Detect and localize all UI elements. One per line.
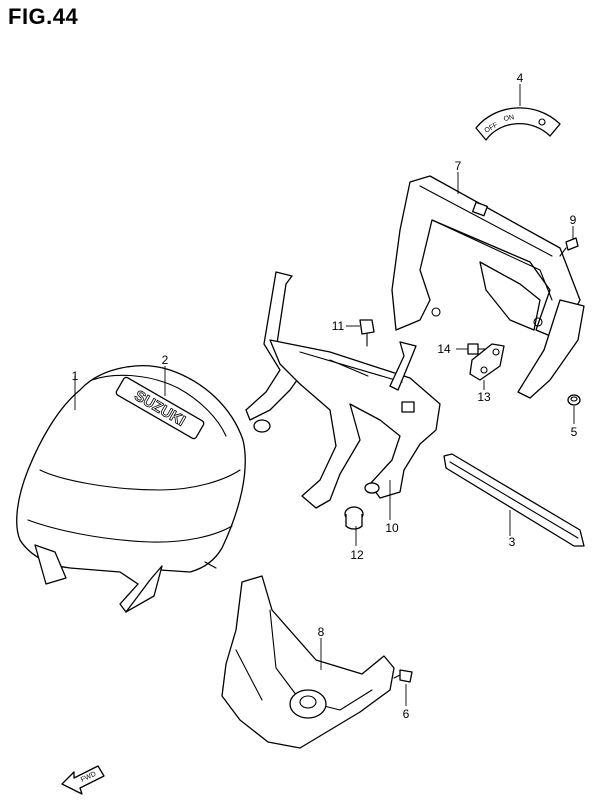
lower-cover [221, 575, 395, 749]
instrument-bracket [391, 175, 585, 399]
callout-2: 2 [161, 353, 169, 367]
callout-9: 9 [569, 213, 577, 227]
grommet-12 [344, 506, 364, 530]
callout-6: 6 [402, 707, 410, 721]
fwd-arrow-icon: FWD [61, 765, 105, 795]
figure-title: FIG.44 [8, 4, 79, 29]
sun-icon [538, 118, 546, 126]
clamp-13 [469, 343, 505, 381]
callout-3: 3 [508, 535, 516, 549]
bolt-9 [559, 237, 579, 257]
callout-14: 14 [437, 342, 451, 356]
switch-on-label: ON [503, 114, 515, 123]
seal-strip [443, 453, 585, 547]
callout-7: 7 [454, 159, 462, 173]
cowling-brace [245, 271, 441, 509]
nut-5 [567, 394, 581, 406]
leader-lines [74, 84, 575, 706]
callout-1: 1 [71, 369, 79, 383]
callout-12: 12 [350, 548, 364, 562]
bolt-11 [359, 319, 375, 347]
screw-14 [467, 343, 487, 355]
callout-11: 11 [331, 319, 345, 333]
callout-13: 13 [477, 390, 491, 404]
screw-6 [393, 669, 413, 683]
switch-plate: OFF ON [475, 107, 561, 141]
callout-8: 8 [317, 625, 325, 639]
callout-4: 4 [516, 71, 524, 85]
callout-10: 10 [385, 521, 399, 535]
callout-5: 5 [570, 425, 578, 439]
